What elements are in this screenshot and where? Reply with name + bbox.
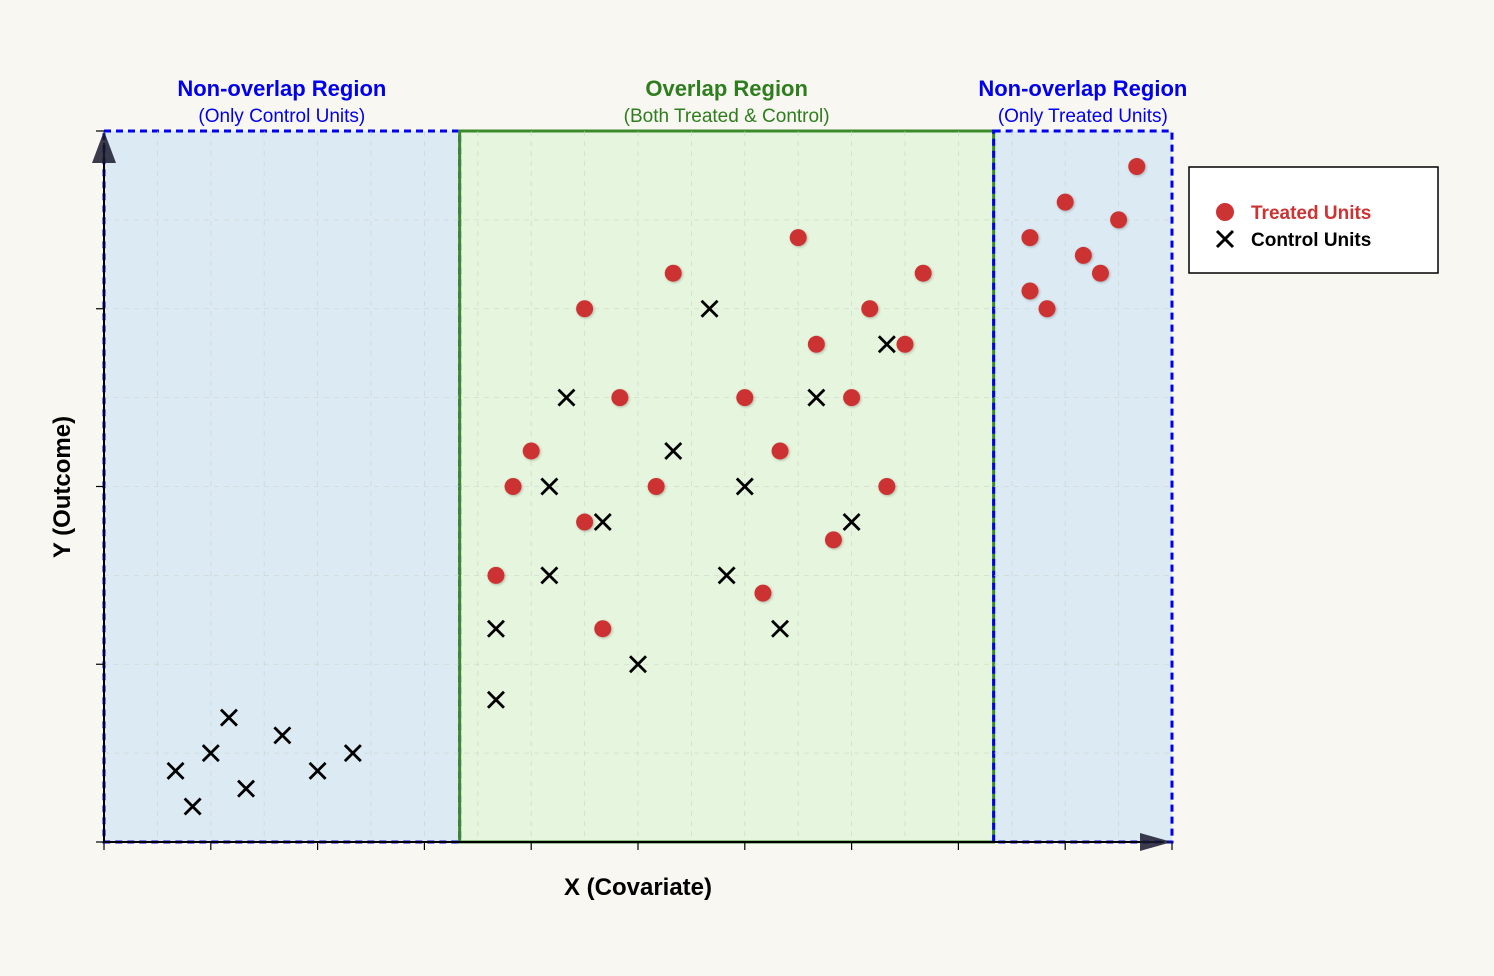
treated-point [1128, 158, 1146, 176]
control-point [343, 744, 362, 763]
legend-box [1188, 166, 1439, 274]
control-point [664, 441, 683, 460]
treated-point [1021, 229, 1039, 247]
legend-control-label: Control Units [1251, 230, 1371, 251]
treated-point [914, 264, 932, 282]
treated-point [878, 478, 896, 495]
legend: Treated Units Control Units [1188, 166, 1439, 274]
control-point [557, 388, 576, 407]
control-point [486, 619, 505, 638]
treated-point [647, 478, 665, 495]
control-point [593, 513, 612, 532]
control-point [629, 655, 647, 674]
grid-layer [104, 131, 1172, 842]
treated-point [1074, 246, 1092, 264]
region-title-middle: Overlap Region [645, 76, 808, 101]
region-subtitle-right: (Only Treated Units) [998, 106, 1168, 127]
treated-point [736, 389, 754, 407]
axes-layer [92, 130, 1173, 851]
points-layer [166, 158, 1146, 816]
legend-treated-label: Treated Units [1251, 203, 1371, 224]
region-subtitle-left: (Only Control Units) [198, 106, 365, 127]
region-title-left: Non-overlap Region [177, 76, 386, 101]
region-subtitle-middle: (Both Treated & Control) [624, 106, 830, 127]
control-point [166, 761, 185, 780]
control-point [273, 726, 292, 745]
y-axis-arrow [92, 131, 116, 163]
treated-point [1021, 282, 1039, 300]
y-axis-label: Y (Outcome) [49, 416, 76, 558]
treated-point [824, 531, 842, 549]
treated-point [504, 478, 522, 495]
control-point [735, 477, 754, 496]
control-point [237, 779, 256, 798]
treated-point [807, 335, 825, 353]
control-point [807, 388, 826, 407]
treated-point [611, 389, 629, 407]
treated-point [576, 300, 594, 318]
treated-point [594, 620, 612, 638]
control-point [219, 708, 238, 727]
treated-point [1110, 211, 1128, 229]
control-point [877, 335, 896, 354]
treated-point [861, 300, 879, 318]
treated-point [896, 335, 914, 353]
control-point [717, 566, 736, 585]
treated-point [789, 229, 807, 247]
control-point [700, 299, 719, 318]
treated-point [1091, 264, 1109, 282]
treated-point [1038, 300, 1056, 318]
treated-point [843, 389, 861, 407]
region-title-right: Non-overlap Region [978, 76, 1187, 101]
region-fill-left [104, 131, 460, 842]
treated-point [576, 513, 594, 531]
control-point [540, 566, 559, 585]
legend-treated-marker [1216, 203, 1234, 221]
control-point [540, 477, 559, 496]
control-point [308, 761, 327, 780]
x-axis-arrow [1140, 833, 1172, 851]
control-point [771, 619, 790, 638]
control-point [486, 690, 505, 709]
control-point [842, 513, 861, 532]
control-point [183, 797, 202, 816]
legend-control-marker [1215, 229, 1235, 249]
treated-point [487, 566, 505, 584]
treated-point [664, 264, 682, 282]
treated-point [522, 442, 540, 460]
treated-point [771, 442, 789, 460]
x-axis-label: X (Covariate) [564, 874, 712, 901]
control-point [201, 744, 220, 763]
treated-point [1056, 193, 1074, 211]
treated-point [754, 584, 772, 602]
